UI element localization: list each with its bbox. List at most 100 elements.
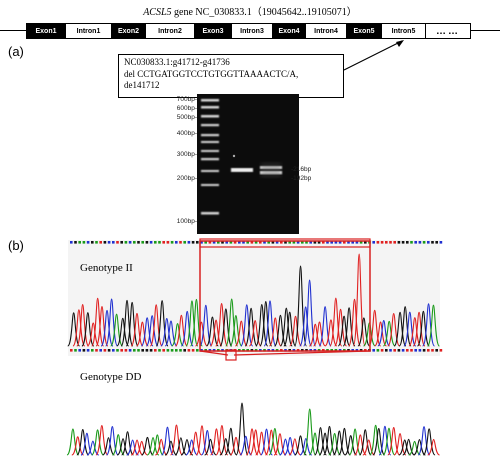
trace-peak-ii — [329, 297, 343, 347]
trace-peak-dd — [185, 439, 198, 456]
base-call-mark — [103, 349, 107, 352]
trace-peak-dd — [135, 440, 148, 456]
gene-locus: gene NC_030833.1（19045642..19105071） — [171, 7, 357, 18]
trace-peak-dd — [323, 425, 336, 456]
trace-peak-dd — [308, 432, 322, 456]
base-call-mark — [334, 241, 338, 244]
base-call-mark — [82, 349, 86, 352]
trace-peak-dd — [314, 427, 327, 456]
trace-peak-dd — [273, 433, 287, 456]
base-call-mark — [435, 349, 438, 352]
base-call-mark — [225, 241, 228, 244]
trace-peak-dd — [268, 427, 282, 456]
trace-peak-ii — [303, 279, 317, 347]
intron-1: Intron1 — [66, 23, 111, 39]
base-call-mark — [233, 241, 237, 244]
trace-peak-dd — [239, 435, 252, 456]
base-call-mark — [351, 241, 354, 244]
base-call-mark — [246, 241, 249, 244]
trace-peak-ii — [185, 300, 199, 347]
band-label-192: -192bp — [291, 175, 312, 182]
trace-peak-dd — [215, 424, 229, 456]
trace-peak-dd — [245, 428, 259, 456]
base-call-mark — [82, 241, 86, 244]
base-call-mark — [422, 241, 426, 244]
trace-peak-ii — [105, 298, 119, 347]
trace-peak-dd — [155, 438, 168, 456]
trace-peak-dd — [422, 428, 436, 456]
base-call-mark — [439, 349, 443, 352]
exon-5: Exon5 — [346, 23, 382, 39]
base-call-mark — [397, 241, 401, 244]
base-call-mark — [427, 349, 430, 352]
trace-peak-ii — [426, 304, 440, 347]
trace-peak-dd — [130, 439, 144, 456]
base-call-mark — [418, 241, 422, 244]
base-call-mark — [99, 241, 102, 244]
ladder-label-300: 300bp- — [176, 151, 197, 158]
base-call-mark — [280, 241, 283, 244]
trace-peak-dd — [126, 439, 139, 456]
base-call-mark — [162, 241, 165, 244]
base-call-mark — [435, 241, 438, 244]
base-call-mark — [309, 241, 312, 244]
trace-peak-ii — [215, 302, 229, 347]
trace-peak-ii — [403, 311, 417, 347]
trace-peak-ii — [244, 307, 258, 347]
trace-peak-dd — [427, 438, 440, 456]
base-call-mark — [74, 349, 77, 352]
deletion-connector-right — [233, 350, 371, 356]
base-call-mark — [271, 241, 275, 244]
trace-peak-ii — [116, 317, 130, 347]
base-call-mark — [107, 349, 111, 352]
base-call-mark — [414, 349, 417, 352]
callout-line-1: NC030833.1:g41712-g41736 — [124, 57, 230, 67]
trace-peak-dd — [66, 428, 80, 456]
base-call-mark — [313, 241, 317, 244]
base-call-mark — [259, 241, 262, 244]
base-call-mark — [364, 241, 367, 244]
base-call-mark — [275, 241, 279, 244]
trace-peak-dd — [299, 438, 313, 456]
callout-line-3: de141712 — [124, 80, 160, 90]
base-call-mark — [149, 241, 153, 244]
base-call-mark — [91, 241, 94, 244]
base-call-mark — [158, 349, 161, 352]
trace-peak-dd — [116, 438, 130, 456]
trace-peak-ii — [324, 319, 338, 347]
trace-peak-dd — [279, 438, 292, 456]
base-call-mark — [410, 241, 413, 244]
trace-peak-ii — [91, 297, 105, 347]
trace-peak-ii — [67, 312, 81, 347]
trace-peak-dd — [344, 435, 357, 456]
base-call-mark — [158, 241, 161, 244]
base-call-mark — [175, 241, 178, 244]
base-call-mark — [414, 241, 417, 244]
trace-peak-dd — [219, 438, 232, 456]
trace-peak-dd — [408, 440, 421, 456]
base-call-mark — [103, 241, 107, 244]
gel-image — [197, 94, 299, 234]
base-call-mark — [74, 241, 77, 244]
trace-peak-ii — [81, 312, 95, 347]
base-call-mark — [305, 241, 308, 244]
trace-peak-ii — [195, 321, 208, 347]
base-call-mark — [301, 241, 304, 244]
trace-peak-ii — [145, 315, 159, 347]
base-call-mark — [372, 349, 375, 352]
trace-peak-dd — [318, 432, 332, 456]
base-call-mark — [133, 349, 136, 352]
trace-peak-dd — [141, 436, 154, 456]
base-call-mark — [418, 349, 422, 352]
base-call-mark — [107, 241, 111, 244]
gene-name: ACSL5 — [143, 7, 172, 18]
exon-4: Exon4 — [272, 23, 306, 39]
base-call-mark — [170, 349, 174, 352]
trace-peak-ii — [334, 308, 348, 347]
trace-peak-dd — [348, 428, 362, 456]
base-call-mark — [179, 349, 182, 352]
trace-peak-dd — [264, 429, 278, 456]
trace-peak-ii — [120, 299, 134, 347]
trace-peak-ii — [377, 320, 391, 347]
trace-peak-dd — [328, 432, 341, 456]
